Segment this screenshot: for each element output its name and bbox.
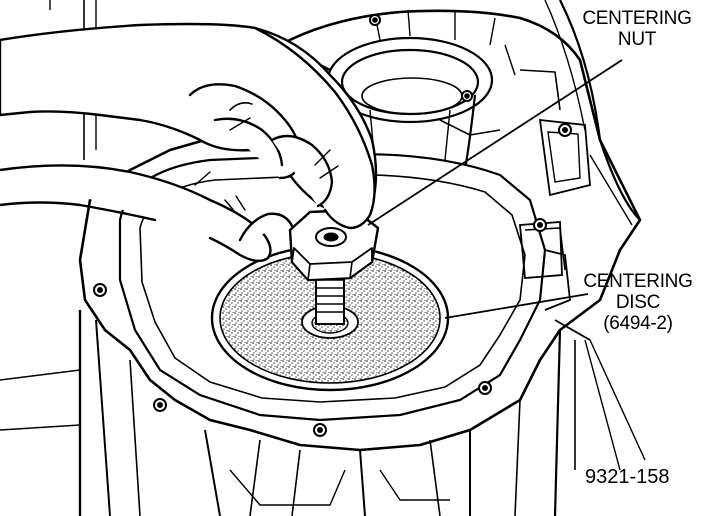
centering-disc-label-line2: DISC bbox=[615, 292, 661, 313]
centering-nut-label-line1: CENTERING bbox=[582, 8, 692, 29]
figure-number: 9321-158 bbox=[585, 466, 670, 488]
bolt-holes bbox=[93, 14, 572, 437]
centering-disc-label-line1: CENTERING bbox=[583, 271, 693, 292]
centering-nut-label: CENTERING NUT bbox=[574, 8, 700, 50]
lower-case bbox=[0, 310, 646, 516]
centering-disc-part-number: (6494-2) bbox=[603, 313, 673, 334]
leader-line-nut bbox=[367, 59, 623, 226]
centering-disc-label: CENTERING DISC (6494-2) bbox=[572, 271, 704, 334]
leader-lines bbox=[367, 59, 623, 319]
hand bbox=[0, 22, 378, 263]
leader-line-disc bbox=[444, 293, 589, 319]
centering-nut-label-line2: NUT bbox=[617, 29, 657, 50]
